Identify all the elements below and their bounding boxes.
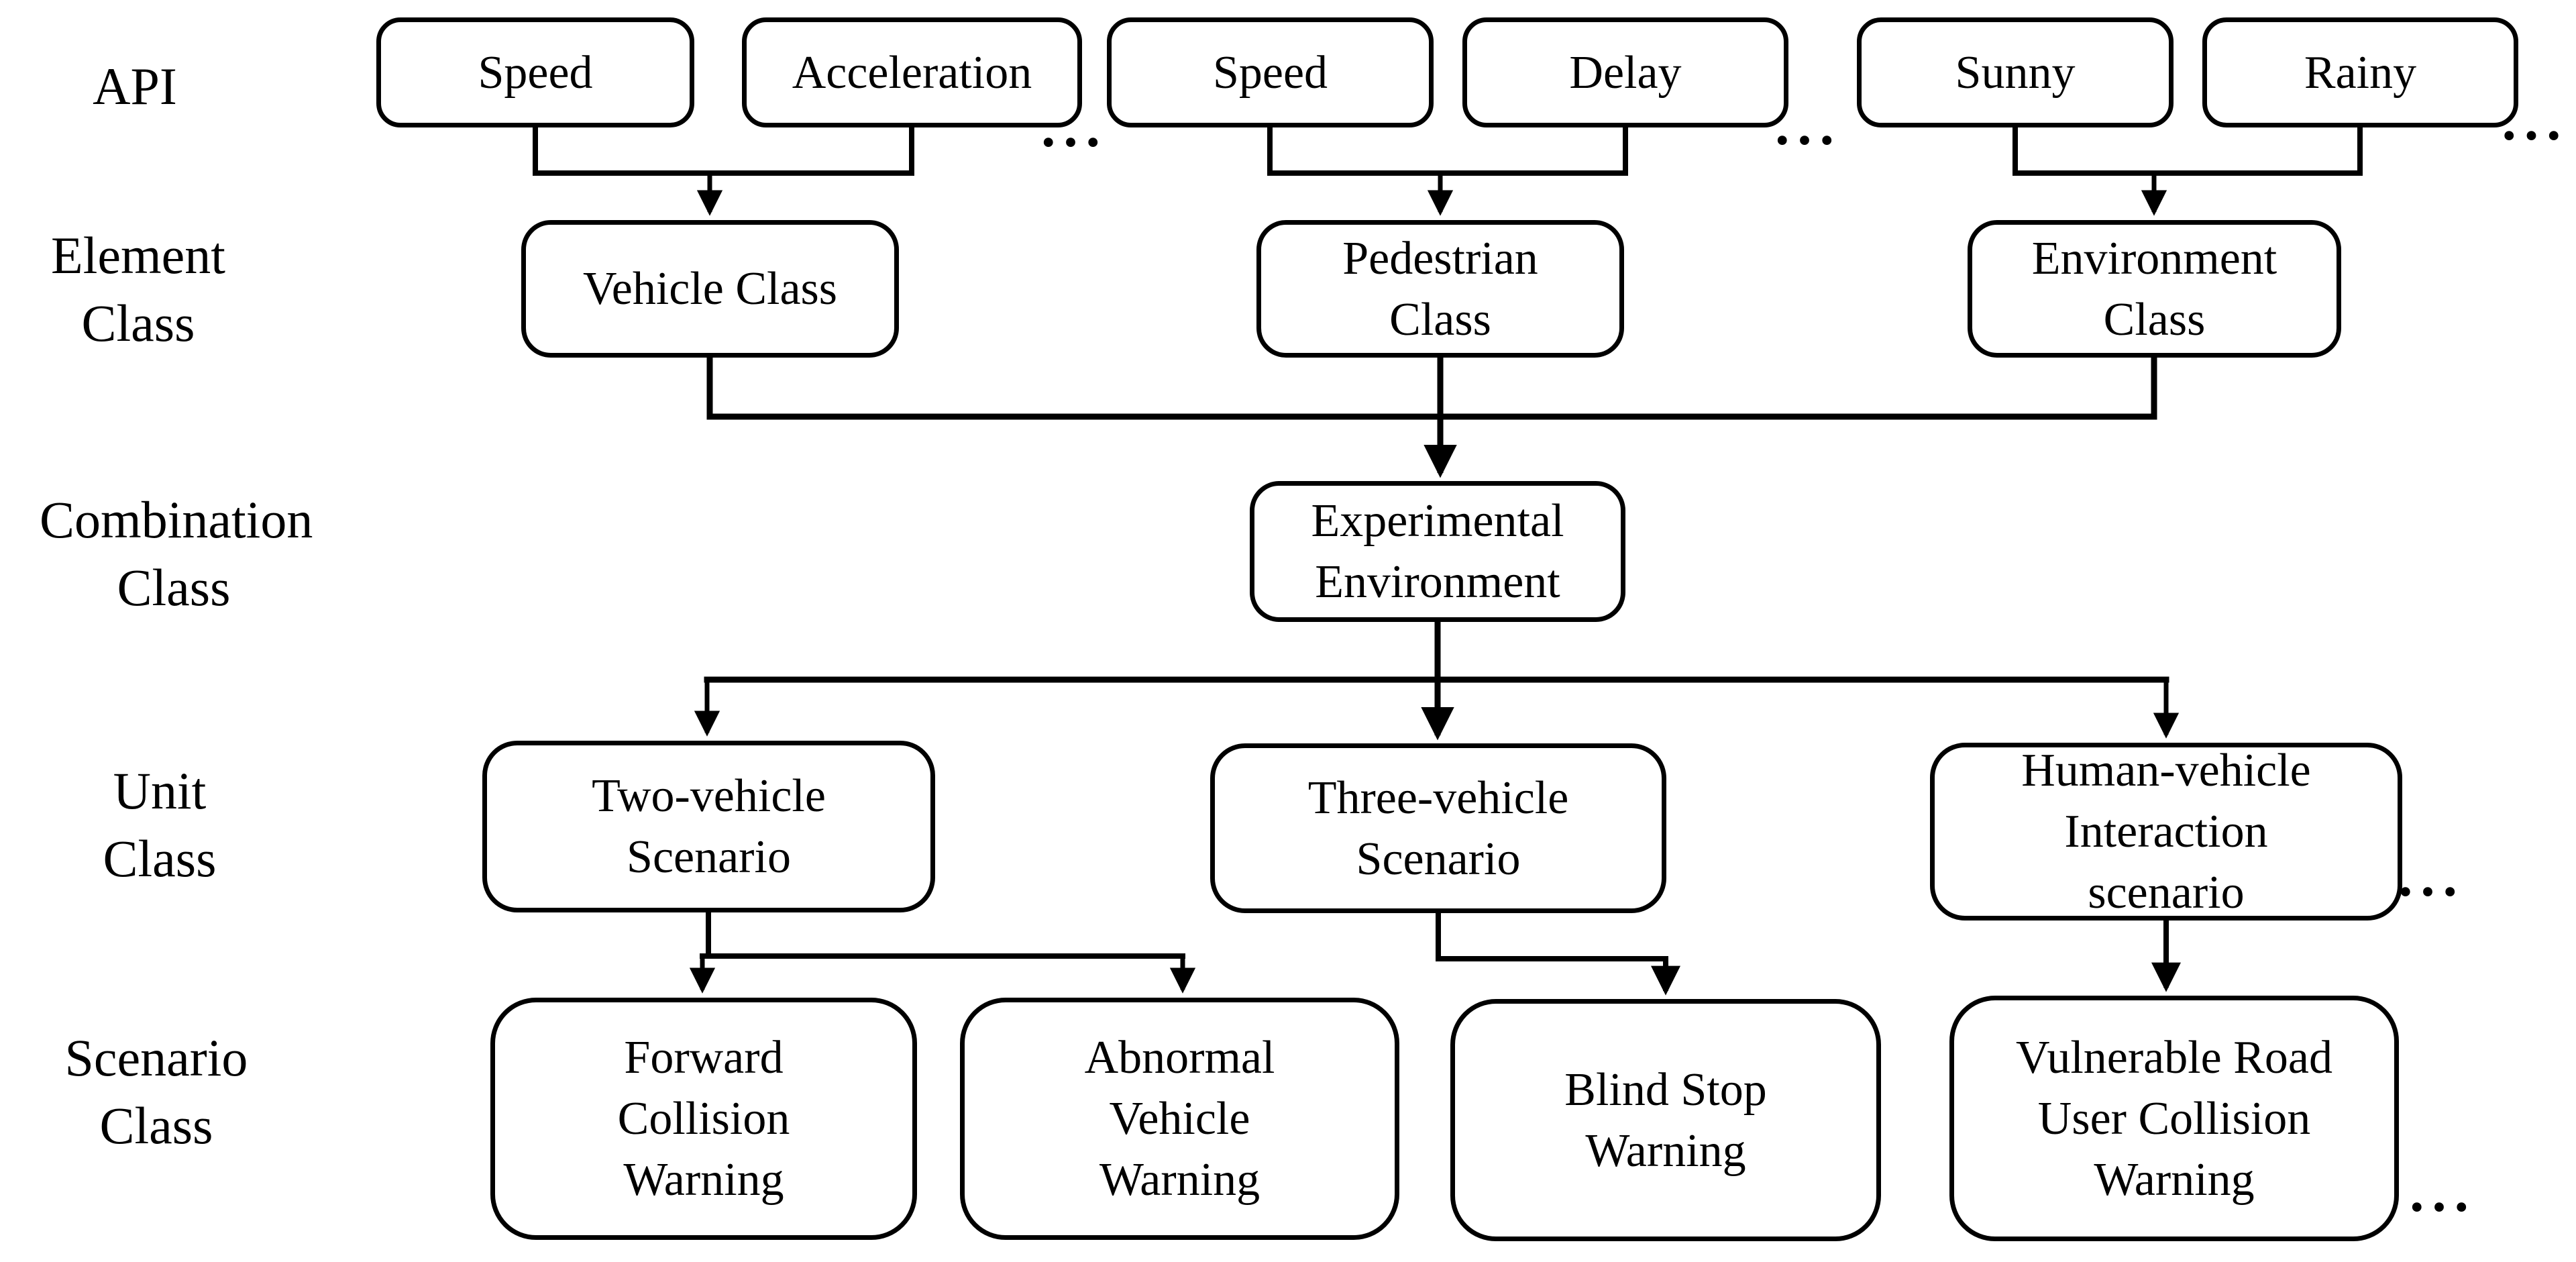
- node-acceleration: Acceleration: [742, 17, 1082, 127]
- node-experimental-environment: Experimental Environment: [1250, 481, 1625, 622]
- node-forward-collision-warning: Forward Collision Warning: [490, 998, 917, 1240]
- connector-bus-speed-delay: [1267, 127, 1628, 176]
- node-vehicle-class: Vehicle Class: [521, 220, 899, 358]
- row-label-element-class: Element Class: [51, 226, 225, 353]
- connector-bus-sunny-rainy: [2012, 127, 2363, 176]
- node-delay: Delay: [1462, 17, 1788, 127]
- node-vulnerable-road-user-collision-warning: Vulnerable Road User Collision Warning: [1949, 996, 2399, 1241]
- node-rainy: Rainy: [2202, 17, 2518, 127]
- node-pedestrian-class: Pedestrian Class: [1256, 220, 1624, 358]
- row-label-scenario-class: Scenario Class: [64, 1029, 248, 1155]
- connector-bus-element-classes: [706, 358, 2157, 420]
- row-label-unit-class: Unit Class: [103, 761, 217, 888]
- node-human-vehicle-interaction-scenario: Human-vehicle Interaction scenario: [1930, 743, 2402, 921]
- ellipsis-unit-class: ...: [2398, 845, 2465, 908]
- node-blind-stop-warning: Blind Stop Warning: [1450, 999, 1881, 1241]
- node-environment-class: Environment Class: [1968, 220, 2341, 358]
- ellipsis-scenario-class: ...: [2410, 1161, 2477, 1224]
- node-speed-vehicle: Speed: [376, 17, 694, 127]
- node-speed-pedestrian: Speed: [1107, 17, 1434, 127]
- node-abnormal-vehicle-warning: Abnormal Vehicle Warning: [960, 998, 1399, 1240]
- connector-bus-two-vehicle-branch: [700, 910, 1185, 959]
- node-two-vehicle-scenario: Two-vehicle Scenario: [482, 741, 935, 912]
- connector-bus-speed-acceleration: [533, 127, 914, 176]
- row-label-api: API: [93, 57, 177, 115]
- node-three-vehicle-scenario: Three-vehicle Scenario: [1210, 743, 1666, 913]
- node-sunny: Sunny: [1857, 17, 2174, 127]
- arrow-to-blind-stop: [1436, 913, 1680, 996]
- row-label-combination-class: Combination Class: [40, 490, 313, 617]
